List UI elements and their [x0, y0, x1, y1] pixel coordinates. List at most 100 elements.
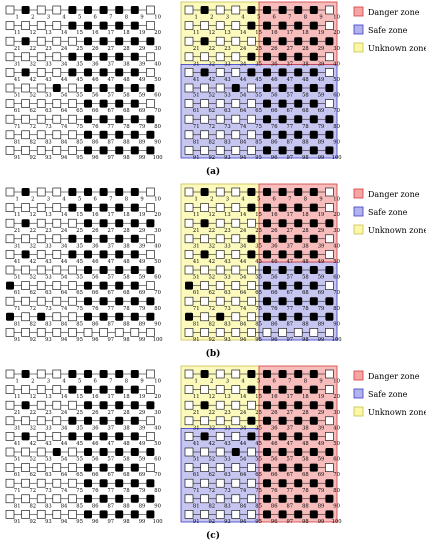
- right-cell-number: 48: [302, 441, 309, 447]
- right-occupied-cell-16: [263, 385, 271, 394]
- left-cell-number: 23: [45, 46, 52, 52]
- right-cell-number: 92: [208, 519, 215, 525]
- left-free-cell-84: [52, 130, 62, 140]
- left-free-cell-25: [68, 36, 77, 46]
- left-free-cell-84: [52, 494, 62, 504]
- right-cell-number: 84: [240, 139, 247, 145]
- left-occupied-cell-28: [115, 37, 124, 46]
- right-cell-number: 92: [208, 155, 215, 161]
- left-occupied-cell-81: [6, 312, 14, 321]
- right-free-cell-20: [325, 203, 334, 212]
- right-free-cell-75: [247, 478, 256, 488]
- right-occupied-cell-45: [247, 432, 256, 441]
- right-free-cell-71: [184, 478, 194, 488]
- left-cell-number: 9: [140, 379, 143, 385]
- right-cell-number: 36: [271, 243, 278, 249]
- left-cell-number: 99: [139, 155, 146, 161]
- left-cell-number: 14: [61, 394, 68, 400]
- left-cell-number: 59: [139, 275, 146, 281]
- left-cell-number: 91: [14, 155, 21, 161]
- left-occupied-cell-15: [68, 21, 77, 30]
- left-cell-number: 65: [76, 290, 83, 296]
- left-cell-number: 44: [61, 259, 68, 265]
- left-occupied-cell-76: [84, 297, 92, 306]
- left-occupied-cell-89: [130, 312, 139, 321]
- right-occupied-cell-68: [294, 463, 303, 472]
- right-free-cell-44: [231, 432, 241, 441]
- right-cell-number: 73: [224, 488, 231, 494]
- right-cell-number: 37: [286, 61, 293, 67]
- right-cell-number: 8: [304, 197, 307, 203]
- right-cell-number: 18: [302, 212, 309, 218]
- right-occupied-cell-60: [325, 84, 334, 92]
- left-cell-number: 92: [29, 155, 36, 161]
- left-cell-number: 30: [154, 46, 161, 52]
- right-free-cell-21: [184, 400, 194, 410]
- right-free-cell-63: [215, 99, 225, 108]
- left-occupied-cell-18: [115, 385, 124, 394]
- left-cell-number: 47: [107, 77, 114, 83]
- right-occupied-cell-46: [263, 250, 271, 259]
- left-cell-number: 32: [29, 243, 36, 249]
- left-cell-number: 27: [107, 46, 114, 52]
- right-occupied-cell-56: [263, 448, 271, 456]
- left-cell-number: 16: [92, 30, 99, 36]
- left-cell-number: 36: [92, 243, 99, 249]
- left-cell-number: 84: [61, 503, 68, 509]
- right-free-cell-10: [325, 187, 334, 197]
- right-free-cell-12: [200, 385, 209, 394]
- right-free-cell-34: [231, 52, 241, 62]
- right-cell-number: 4: [241, 379, 245, 385]
- left-cell-number: 41: [14, 259, 21, 265]
- left-cell-number: 38: [123, 425, 130, 431]
- left-cell-number: 4: [62, 15, 66, 21]
- safe-legend-swatch: [353, 388, 364, 399]
- right-cell-number: 84: [240, 503, 247, 509]
- right-cell-number: 94: [240, 519, 247, 525]
- left-occupied-cell-46: [84, 432, 92, 441]
- right-occupied-cell-5: [247, 6, 256, 14]
- right-cell-number: 45: [255, 441, 262, 447]
- right-cell-number: 74: [240, 306, 247, 312]
- left-free-cell-73: [36, 296, 46, 306]
- left-cell-number: 37: [107, 61, 114, 67]
- right-cell-number: 15: [255, 394, 262, 400]
- right-occupied-cell-68: [294, 281, 303, 290]
- right-cell-number: 50: [333, 77, 340, 83]
- left-cell-number: 82: [29, 321, 36, 327]
- left-cell-number: 12: [29, 212, 36, 218]
- right-free-cell-85: [247, 494, 256, 504]
- right-free-cell-23: [215, 400, 225, 410]
- left-cell-number: 55: [76, 457, 83, 463]
- left-cell-number: 54: [61, 275, 68, 281]
- left-occupied-cell-86: [84, 494, 92, 503]
- right-occupied-cell-54: [231, 84, 240, 92]
- left-cell-number: 69: [139, 290, 146, 296]
- left-free-cell-81: [5, 494, 15, 504]
- right-free-cell-65: [247, 463, 256, 472]
- left-cell-number: 26: [92, 46, 99, 52]
- right-occupied-cell-42: [200, 68, 209, 77]
- right-cell-number: 39: [318, 425, 325, 431]
- right-cell-number: 83: [224, 139, 231, 145]
- right-occupied-cell-9: [309, 6, 318, 14]
- right-free-cell-70: [325, 463, 334, 472]
- left-occupied-cell-58: [115, 84, 124, 92]
- right-occupied-cell-66: [263, 99, 271, 108]
- left-cell-number: 80: [154, 124, 161, 130]
- right-cell-number: 72: [208, 306, 215, 312]
- right-cell-number: 66: [271, 472, 278, 478]
- left-occupied-cell-90: [146, 312, 155, 321]
- left-free-cell-73: [36, 478, 46, 488]
- left-occupied-cell-89: [130, 494, 139, 503]
- right-free-cell-91: [184, 510, 194, 519]
- left-cell-number: 34: [61, 243, 68, 249]
- right-cell-number: 28: [302, 46, 309, 52]
- left-cell-number: 56: [92, 93, 99, 99]
- right-cell-number: 23: [224, 46, 231, 52]
- right-cell-number: 43: [224, 441, 231, 447]
- right-free-cell-3: [215, 369, 225, 379]
- right-cell-number: 68: [302, 108, 309, 114]
- right-cell-number: 18: [302, 394, 309, 400]
- left-occupied-cell-97: [99, 146, 108, 155]
